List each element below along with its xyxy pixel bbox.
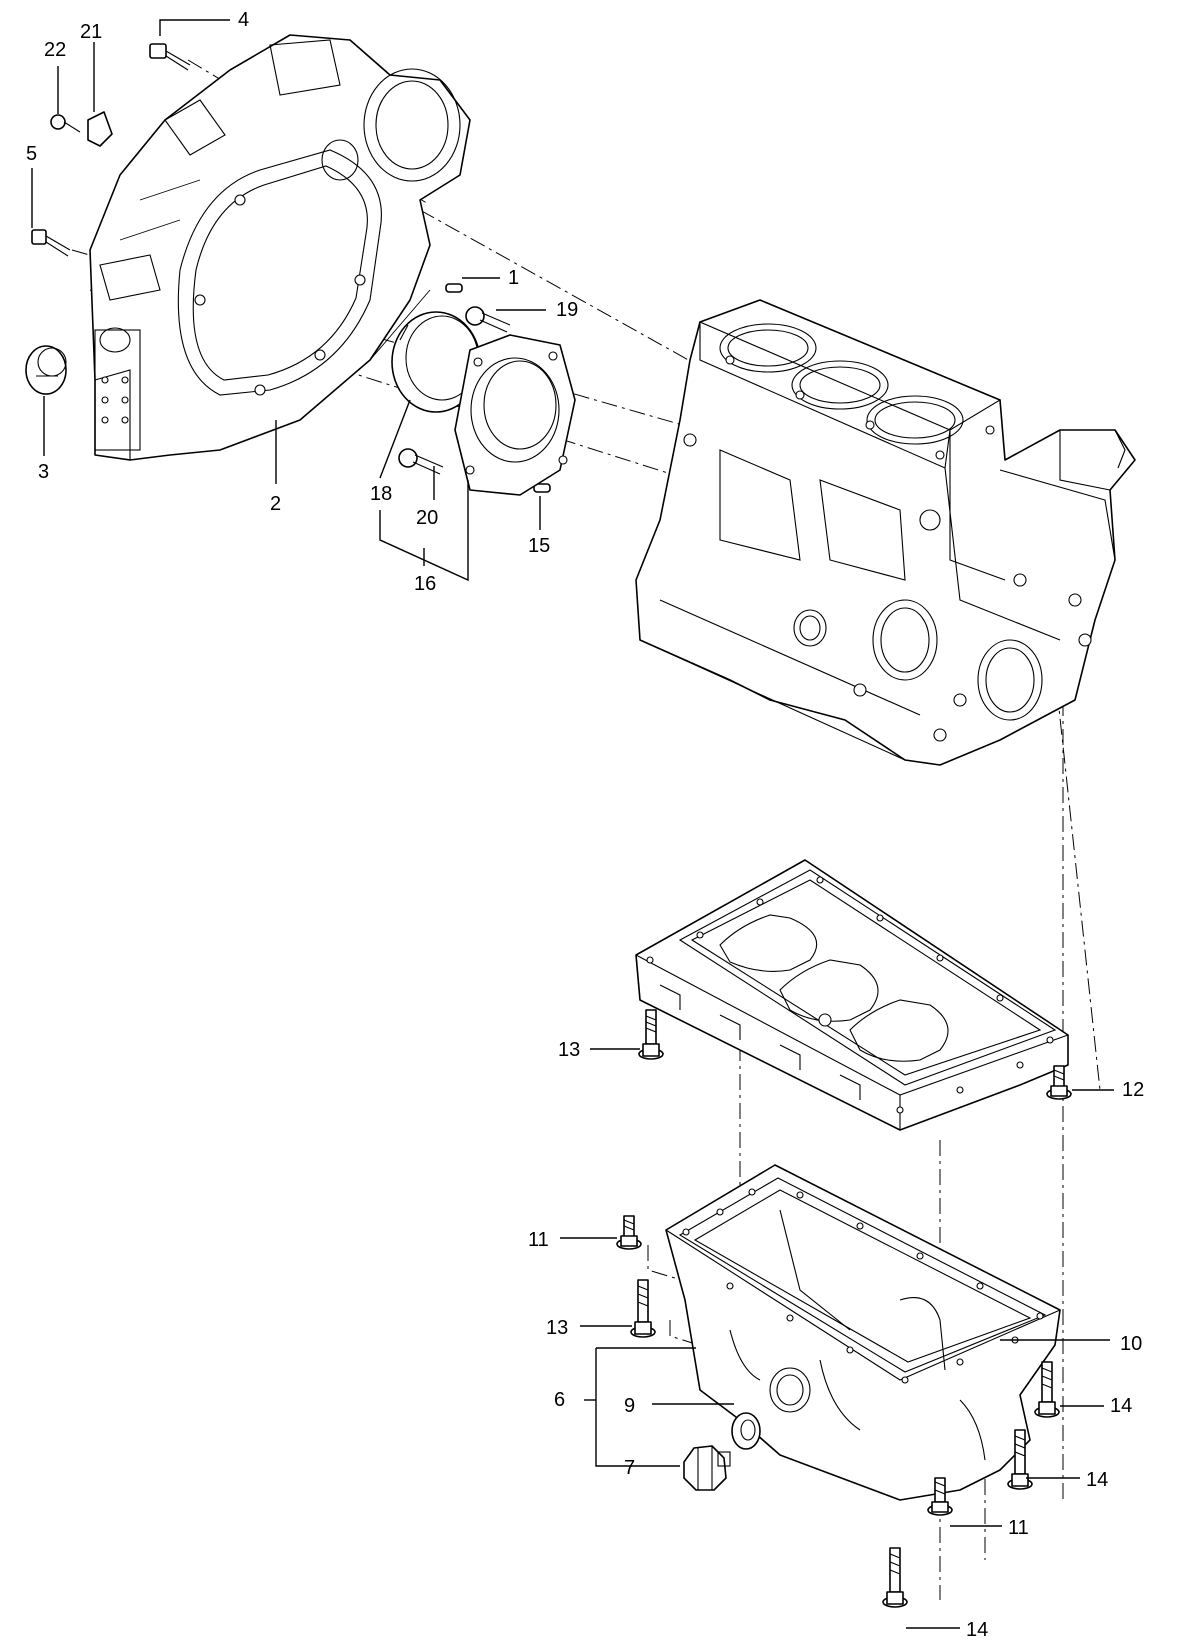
flange-bolt-13-upper (638, 1009, 664, 1060)
callout-22: 22 (44, 39, 66, 61)
bolt-5 (31, 229, 71, 257)
cylinder-block (635, 299, 1136, 766)
flange-bolt-11-upper (616, 1215, 642, 1250)
flange-bolt-14-right (1034, 1361, 1060, 1418)
bolt-4 (149, 43, 191, 71)
drain-plug-7 (683, 1445, 731, 1491)
callout-5: 5 (26, 143, 37, 165)
washer-9 (731, 1412, 761, 1450)
leader-lines (31, 19, 1114, 1629)
bolt-20 (398, 448, 444, 475)
dowel-pin-15 (533, 483, 551, 493)
callout-18: 18 (370, 483, 392, 505)
sensor-21 (87, 111, 113, 147)
callout-14-bottom: 14 (966, 1619, 988, 1641)
flange-bolt-14-bottom (882, 1547, 908, 1608)
callout-11-lower: 11 (1008, 1517, 1029, 1539)
callout-2: 2 (270, 493, 281, 515)
callout-15: 15 (528, 535, 550, 557)
callout-10: 10 (1120, 1333, 1142, 1355)
callout-13-lower: 13 (546, 1317, 568, 1339)
callout-20: 20 (416, 507, 438, 529)
callout-12: 12 (1122, 1079, 1144, 1101)
callout-21: 21 (80, 21, 102, 43)
callout-1: 1 (508, 267, 519, 289)
callout-13-upper: 13 (558, 1039, 580, 1061)
screw-22 (50, 114, 81, 133)
flange-bolt-14-middle (1007, 1429, 1033, 1490)
callout-labels: 4 21 22 5 1 19 3 2 18 20 15 16 10 13 12 … (26, 9, 1144, 1641)
callout-14-right: 14 (1110, 1395, 1132, 1417)
flywheel-housing (89, 34, 471, 461)
flange-bolt-12 (1046, 1065, 1072, 1100)
flange-bolt-13-lower (630, 1279, 656, 1338)
plug-3 (25, 345, 67, 395)
bolt-19 (465, 306, 511, 333)
callout-14-middle: 14 (1086, 1469, 1108, 1491)
flange-bolt-11-lower (927, 1477, 953, 1516)
callout-3: 3 (38, 461, 49, 483)
callout-16: 16 (414, 573, 436, 595)
oil-pan-spacer (635, 859, 1069, 1131)
callout-11-upper: 11 (528, 1229, 549, 1251)
callout-4: 4 (238, 9, 249, 31)
callout-7: 7 (624, 1457, 635, 1479)
callout-6: 6 (554, 1389, 565, 1411)
callout-19: 19 (556, 299, 578, 321)
dowel-pin-1 (445, 283, 463, 293)
oil-pan (665, 1164, 1061, 1501)
seal-retainer (454, 334, 576, 496)
callout-9: 9 (624, 1395, 635, 1417)
